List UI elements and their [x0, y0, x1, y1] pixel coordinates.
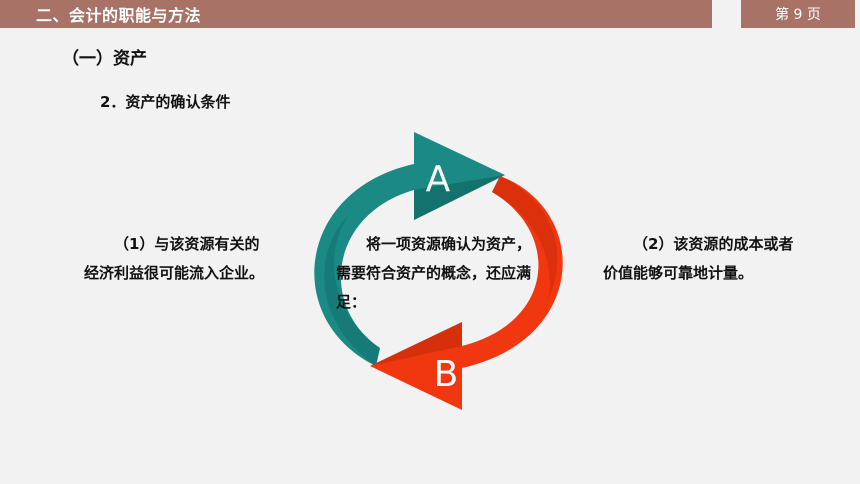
arrow-b-head-shade [370, 322, 462, 366]
slide-title: 二、会计的职能与方法 [36, 6, 202, 25]
page-number: 第 9 页 [741, 0, 855, 28]
condition-right: （2）该资源的成本或者价值能够可靠地计量。 [603, 230, 803, 288]
center-text-content: 将一项资源确认为资产，需要符合资产的概念，还应满足： [336, 235, 532, 311]
section-heading: （一）资产 [62, 49, 147, 69]
condition-right-text: （2）该资源的成本或者价值能够可靠地计量。 [603, 235, 794, 282]
center-text: 将一项资源确认为资产，需要符合资产的概念，还应满足： [336, 230, 532, 317]
arrow-a-tail-shade [324, 214, 380, 366]
header-bar: 二、会计的职能与方法 [0, 0, 712, 28]
label-a: A [426, 159, 451, 200]
condition-left: （1）与该资源有关的经济利益很可能流入企业。 [84, 230, 274, 288]
label-b: B [434, 354, 459, 395]
sub-heading: 2．资产的确认条件 [100, 93, 231, 111]
condition-left-text: （1）与该资源有关的经济利益很可能流入企业。 [84, 235, 265, 282]
arrow-a-head-shade [414, 175, 505, 220]
arrow-b-tail-shade [492, 176, 558, 300]
arrow-b-body [370, 176, 563, 410]
